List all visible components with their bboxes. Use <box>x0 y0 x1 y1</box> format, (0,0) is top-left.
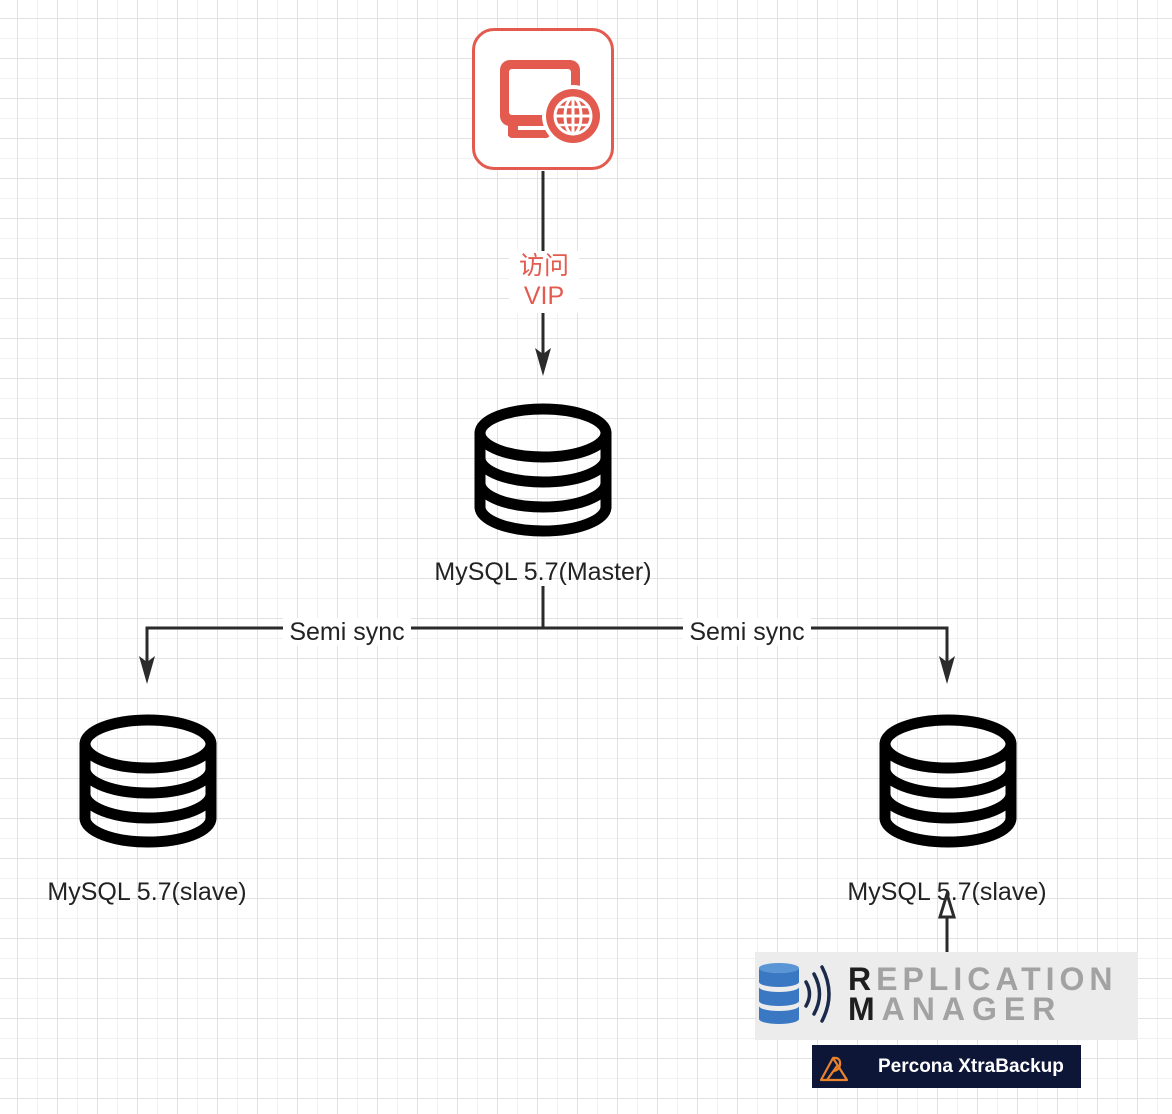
semi-sync-label-right: Semi sync <box>683 618 811 646</box>
replication-manager-to-slave-edge[interactable] <box>937 888 957 952</box>
master-database-icon[interactable] <box>473 403 613 537</box>
master-to-right-slave-edge[interactable] <box>543 626 955 684</box>
percona-xtrabackup-logo[interactable]: Percona XtraBackup <box>812 1045 1081 1088</box>
blue-database-stack <box>759 963 799 1024</box>
db-bottom <box>474 501 612 537</box>
db-band-1 <box>879 763 1017 799</box>
slave-database-icon-right[interactable] <box>878 714 1018 848</box>
signal-waves <box>804 965 831 1023</box>
hollow-arrowhead <box>937 888 957 919</box>
master-label: MySQL 5.7(Master) <box>434 558 652 586</box>
slave-label-left: MySQL 5.7(slave) <box>47 878 247 906</box>
percona-xtrabackup-label: Percona XtraBackup <box>878 1056 1064 1077</box>
client-link-label-line1: 访问 <box>518 252 569 280</box>
replication-manager-logo-line2: MANAGER <box>848 991 1063 1027</box>
globe-icon <box>542 85 604 147</box>
client-link-label-line2: VIP <box>523 282 565 310</box>
db-band-2 <box>474 477 612 513</box>
slave-database-icon-left[interactable] <box>78 714 218 848</box>
replication-manager-logo-line1: REPLICATION <box>848 961 1118 997</box>
client-node[interactable] <box>472 28 614 170</box>
monitor-base <box>508 130 550 138</box>
arrowhead <box>139 656 155 684</box>
arrowhead <box>535 348 551 376</box>
semi-sync-label-left: Semi sync <box>283 618 411 646</box>
percona-logo-icon <box>819 1056 849 1082</box>
db-band-2 <box>879 788 1017 824</box>
db-bottom <box>879 812 1017 848</box>
replication-manager-logo[interactable]: REPLICATION MANAGER <box>755 952 1138 1040</box>
arrowhead <box>939 656 955 684</box>
client-link-label: 访问 VIP <box>509 251 579 313</box>
web-monitor-icon <box>500 60 604 147</box>
db-band-1 <box>474 452 612 488</box>
db-bottom <box>79 812 217 848</box>
db-band-1 <box>79 763 217 799</box>
database-waves-icon <box>759 963 831 1024</box>
db-band-2 <box>79 788 217 824</box>
